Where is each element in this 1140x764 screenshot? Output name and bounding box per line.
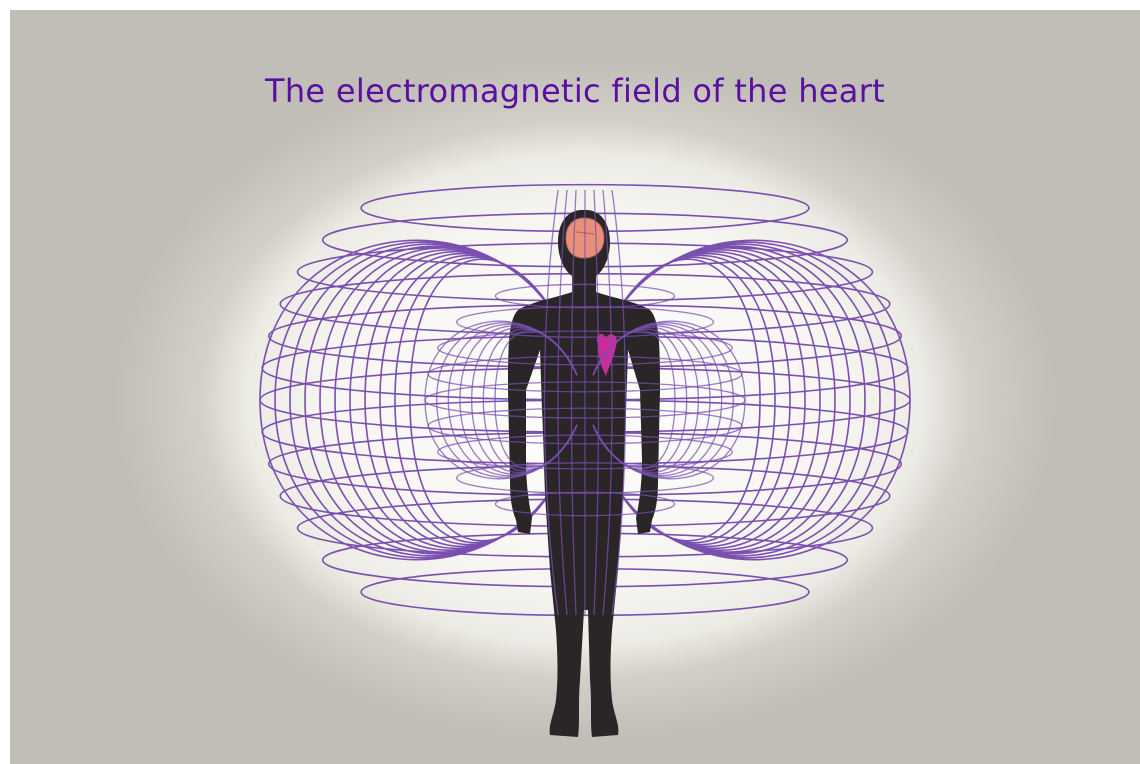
body-silhouette xyxy=(508,210,660,737)
heart-field-diagram xyxy=(10,10,1140,764)
diagram-frame: The electromagnetic field of the heart xyxy=(10,10,1140,764)
human-silhouette xyxy=(508,210,660,737)
